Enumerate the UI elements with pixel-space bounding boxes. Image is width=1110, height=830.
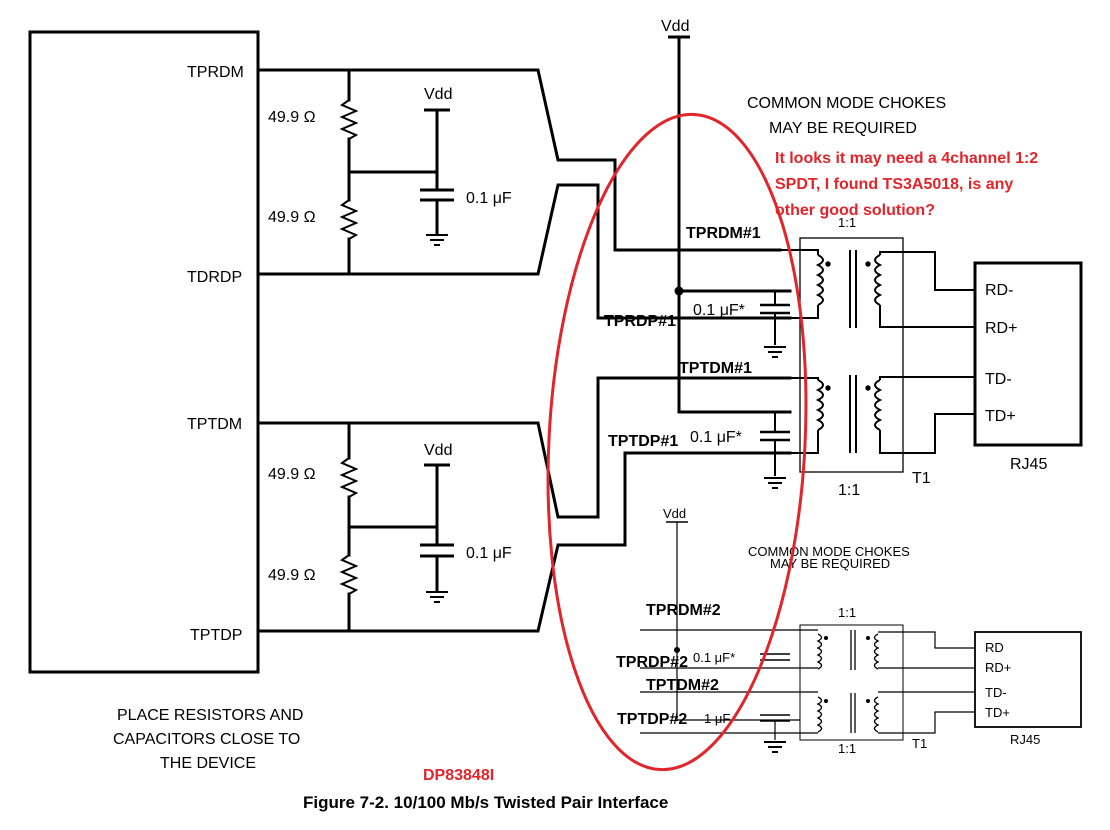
rj-pin-rd-minus: RD-: [985, 282, 1013, 299]
annotation-line-3: other good solution?: [775, 202, 935, 219]
rj-pin-td-plus: TD+: [985, 408, 1016, 425]
placement-note-3: THE DEVICE: [160, 755, 256, 772]
pin-label-tptdp: TPTDP: [190, 627, 242, 644]
resistor-label-bot-1: 49.9 Ω: [268, 466, 316, 483]
resistor-label-top-1: 49.9 Ω: [268, 109, 316, 126]
cap-label-mag-bot-2: 1 μF: [704, 711, 730, 726]
net-label-tprdm-2: TPRDM#2: [646, 602, 721, 619]
magnetics-top: Vdd COMMON MODE CHOKES MAY BE REQUIRED 1…: [604, 18, 1083, 499]
net-label-tptdm-1: TPTDM#1: [679, 360, 752, 377]
device-block: [28, 30, 260, 674]
vdd-label-mag-top: Vdd: [661, 18, 689, 35]
rj-pin-rd-bot: RD: [985, 640, 1004, 655]
rj-pin-rd-plus-bot: RD+: [985, 660, 1011, 675]
magnetics-bottom: Vdd COMMON MODE CHOKES MAY BE REQUIRED 1…: [616, 506, 1082, 756]
upper-termination: 49.9 Ω 49.9 Ω Vdd 0.1 μF: [256, 68, 792, 320]
annotation-line-2: SPDT, I found TS3A5018, is any: [775, 176, 1013, 193]
lower-termination: 49.9 Ω 49.9 Ω Vdd 0.1 μF: [256, 376, 792, 633]
rj-pin-td-minus: TD-: [985, 371, 1012, 388]
chokes-label-bot-2: MAY BE REQUIRED: [770, 556, 890, 571]
vdd-label-top: Vdd: [424, 86, 452, 103]
ratio-label-top-1: 1:1: [838, 215, 856, 230]
cap-label-mag-top-2: 0.1 μF*: [690, 429, 742, 446]
placement-note-2: CAPACITORS CLOSE TO: [113, 731, 300, 748]
net-label-tptdp-2: TPTDP#2: [617, 711, 687, 728]
rj-pin-td-minus-bot: TD-: [985, 685, 1007, 700]
chokes-label-bot-1: COMMON MODE CHOKES: [748, 544, 910, 559]
transformer-label-top: T1: [912, 470, 931, 487]
vdd-label-bot: Vdd: [424, 442, 452, 459]
pin-label-tdrdp: TDRDP: [187, 269, 242, 286]
rj45-label-bot: RJ45: [1010, 732, 1040, 747]
net-label-tptdp-1: TPTDP#1: [608, 433, 678, 450]
cap-label-mag-bot-1: 0.1 μF*: [693, 650, 735, 665]
pin-label-tprdm: TPRDM: [187, 64, 244, 81]
transformer-label-bot: T1: [912, 736, 927, 751]
part-name: DP83848I: [423, 767, 494, 784]
chokes-label-top-1: COMMON MODE CHOKES: [747, 95, 946, 112]
rj-pin-rd-plus: RD+: [985, 320, 1017, 337]
chokes-label-top-2: MAY BE REQUIRED: [769, 120, 917, 137]
resistor-label-top-2: 49.9 Ω: [268, 209, 316, 226]
placement-note-1: PLACE RESISTORS AND: [117, 707, 303, 724]
vdd-label-mag-bot: Vdd: [663, 506, 686, 521]
figure-caption: Figure 7-2. 10/100 Mb/s Twisted Pair Int…: [303, 793, 668, 812]
net-label-tprdm-1: TPRDM#1: [686, 225, 761, 242]
cap-label-mag-top-1: 0.1 μF*: [693, 302, 745, 319]
cap-label-top: 0.1 μF: [466, 190, 512, 207]
resistor-label-bot-2: 49.9 Ω: [268, 567, 316, 584]
ratio-label-top-2: 1:1: [838, 482, 860, 499]
annotation-line-1: It looks it may need a 4channel 1:2: [775, 150, 1038, 167]
rj45-label-top: RJ45: [1010, 456, 1047, 473]
pin-label-tptdm: TPTDM: [187, 416, 242, 433]
rj45-connector-top: [973, 261, 1083, 447]
rj45-connector-bot: [974, 631, 1082, 728]
highlight-ellipse: [546, 112, 808, 772]
ratio-label-bot-2: 1:1: [838, 741, 856, 756]
ratio-label-bot-1: 1:1: [838, 605, 856, 620]
net-label-tprdp-1: TPRDP#1: [604, 313, 676, 330]
rj-pin-td-plus-bot: TD+: [985, 705, 1010, 720]
net-label-tptdm-2: TPTDM#2: [646, 677, 719, 694]
net-label-tprdp-2: TPRDP#2: [616, 654, 688, 671]
cap-label-bot: 0.1 μF: [466, 545, 512, 562]
